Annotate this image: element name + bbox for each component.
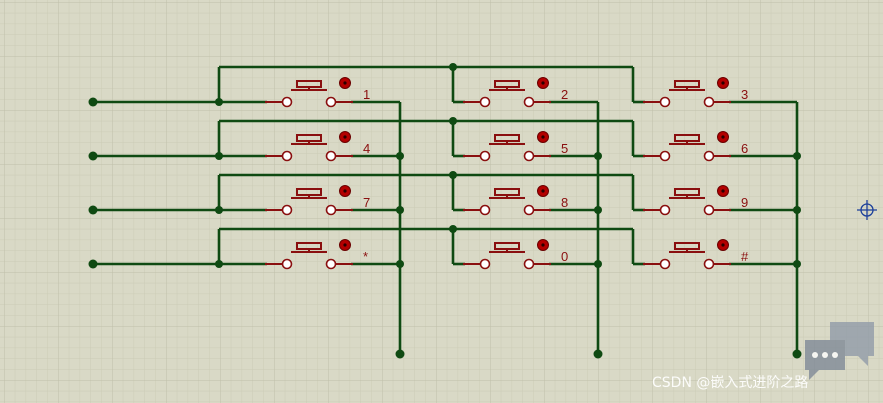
pin-left <box>659 150 671 162</box>
pin-right <box>325 150 337 162</box>
input-terminal-row-1 <box>88 97 98 107</box>
pin-left <box>659 96 671 108</box>
pin-right <box>325 204 337 216</box>
watermark-text: CSDN @嵌入式进阶之路 <box>652 375 808 391</box>
pushbutton[interactable]: 7 <box>265 185 370 216</box>
output-terminal-col-1 <box>395 349 405 359</box>
button-label: 7 <box>363 195 370 210</box>
button-label: 4 <box>363 141 370 156</box>
button-label: 5 <box>561 141 568 156</box>
pin-left <box>659 204 671 216</box>
output-terminal-col-2 <box>593 349 603 359</box>
pushbutton[interactable]: 8 <box>463 185 568 216</box>
pin-left <box>281 150 293 162</box>
button-label: 1 <box>363 87 370 102</box>
pushbutton[interactable]: 5 <box>463 131 568 162</box>
button-label: 2 <box>561 87 568 102</box>
pin-right <box>325 258 337 270</box>
button-label: 3 <box>741 87 748 102</box>
button-label: * <box>363 249 368 264</box>
button-label: 8 <box>561 195 568 210</box>
pin-left <box>479 150 491 162</box>
pin-left <box>281 258 293 270</box>
chat-bubble-icon[interactable] <box>805 322 874 380</box>
pushbutton[interactable]: 3 <box>643 77 748 108</box>
junctions <box>88 63 802 359</box>
pin-right <box>703 258 715 270</box>
pin-right <box>325 96 337 108</box>
pin-right <box>523 96 535 108</box>
wires <box>93 65 799 354</box>
pushbutton[interactable]: 0 <box>463 239 568 270</box>
junction-row-4 <box>215 260 223 268</box>
pin-left <box>659 258 671 270</box>
crosshair-icon <box>857 200 877 220</box>
pushbutton[interactable]: 6 <box>643 131 748 162</box>
pushbutton[interactable]: 1 <box>265 77 370 108</box>
input-terminal-row-3 <box>88 205 98 215</box>
output-terminal-col-3 <box>792 349 802 359</box>
pin-right <box>703 204 715 216</box>
junction-row-1 <box>215 98 223 106</box>
keypad-buttons: 1 2 3 4 5 6 7 8 9 * 0 # <box>265 77 749 270</box>
junction-row-3 <box>215 206 223 214</box>
button-label: 9 <box>741 195 748 210</box>
pin-left <box>479 204 491 216</box>
pushbutton[interactable]: 9 <box>643 185 748 216</box>
pushbutton[interactable]: 2 <box>463 77 568 108</box>
pushbutton[interactable]: # <box>643 239 749 270</box>
pin-left <box>281 204 293 216</box>
junction-row-2 <box>215 152 223 160</box>
pin-left <box>479 96 491 108</box>
pin-left <box>479 258 491 270</box>
pushbutton[interactable]: * <box>265 239 368 270</box>
input-terminal-row-2 <box>88 151 98 161</box>
button-label: # <box>741 249 749 264</box>
pin-right <box>523 258 535 270</box>
pin-left <box>281 96 293 108</box>
pin-right <box>703 150 715 162</box>
pin-right <box>523 204 535 216</box>
button-label: 6 <box>741 141 748 156</box>
pin-right <box>523 150 535 162</box>
pin-right <box>703 96 715 108</box>
pushbutton[interactable]: 4 <box>265 131 370 162</box>
button-label: 0 <box>561 249 568 264</box>
input-terminal-row-4 <box>88 259 98 269</box>
